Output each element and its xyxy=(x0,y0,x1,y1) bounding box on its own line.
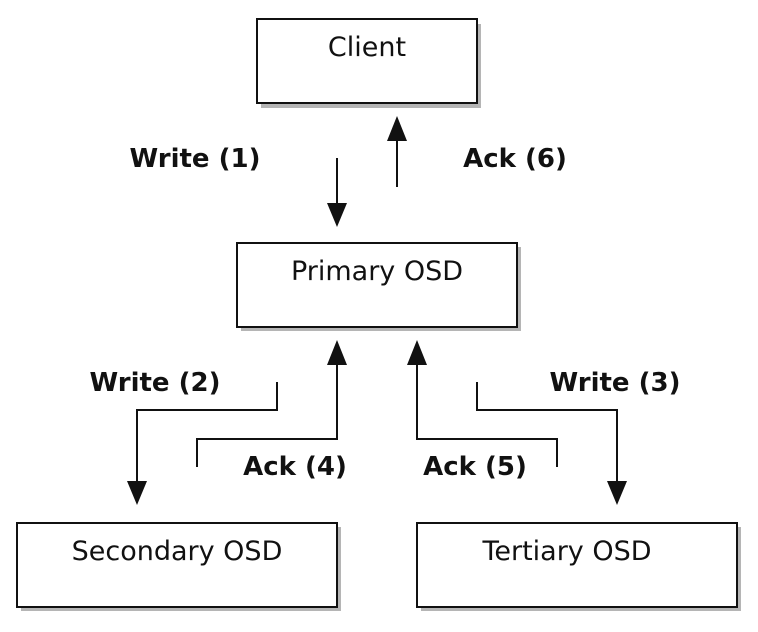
tertiary-osd-label: Tertiary OSD xyxy=(481,536,651,567)
write-3-label: Write (3) xyxy=(550,368,681,398)
ack-6-label: Ack (6) xyxy=(463,144,567,174)
secondary-osd-label: Secondary OSD xyxy=(72,536,283,567)
write-1-arrow xyxy=(327,158,347,227)
write-2-arrow xyxy=(127,382,278,505)
secondary-osd-node: Secondary OSD xyxy=(16,522,341,611)
primary-osd-label: Primary OSD xyxy=(291,256,463,287)
write-2-label: Write (2) xyxy=(90,368,221,398)
write-1-label: Write (1) xyxy=(130,144,261,174)
tertiary-osd-node: Tertiary OSD xyxy=(416,522,741,611)
ack-6-arrow xyxy=(387,116,407,187)
client-node: Client xyxy=(256,18,481,108)
write-3-arrow xyxy=(476,382,627,505)
ack-4-label: Ack (4) xyxy=(243,452,347,482)
ack-4-arrow xyxy=(196,340,347,467)
primary-osd-node: Primary OSD xyxy=(236,242,521,331)
ack-5-arrow xyxy=(407,340,558,467)
ack-5-label: Ack (5) xyxy=(423,452,527,482)
client-label: Client xyxy=(328,32,406,63)
